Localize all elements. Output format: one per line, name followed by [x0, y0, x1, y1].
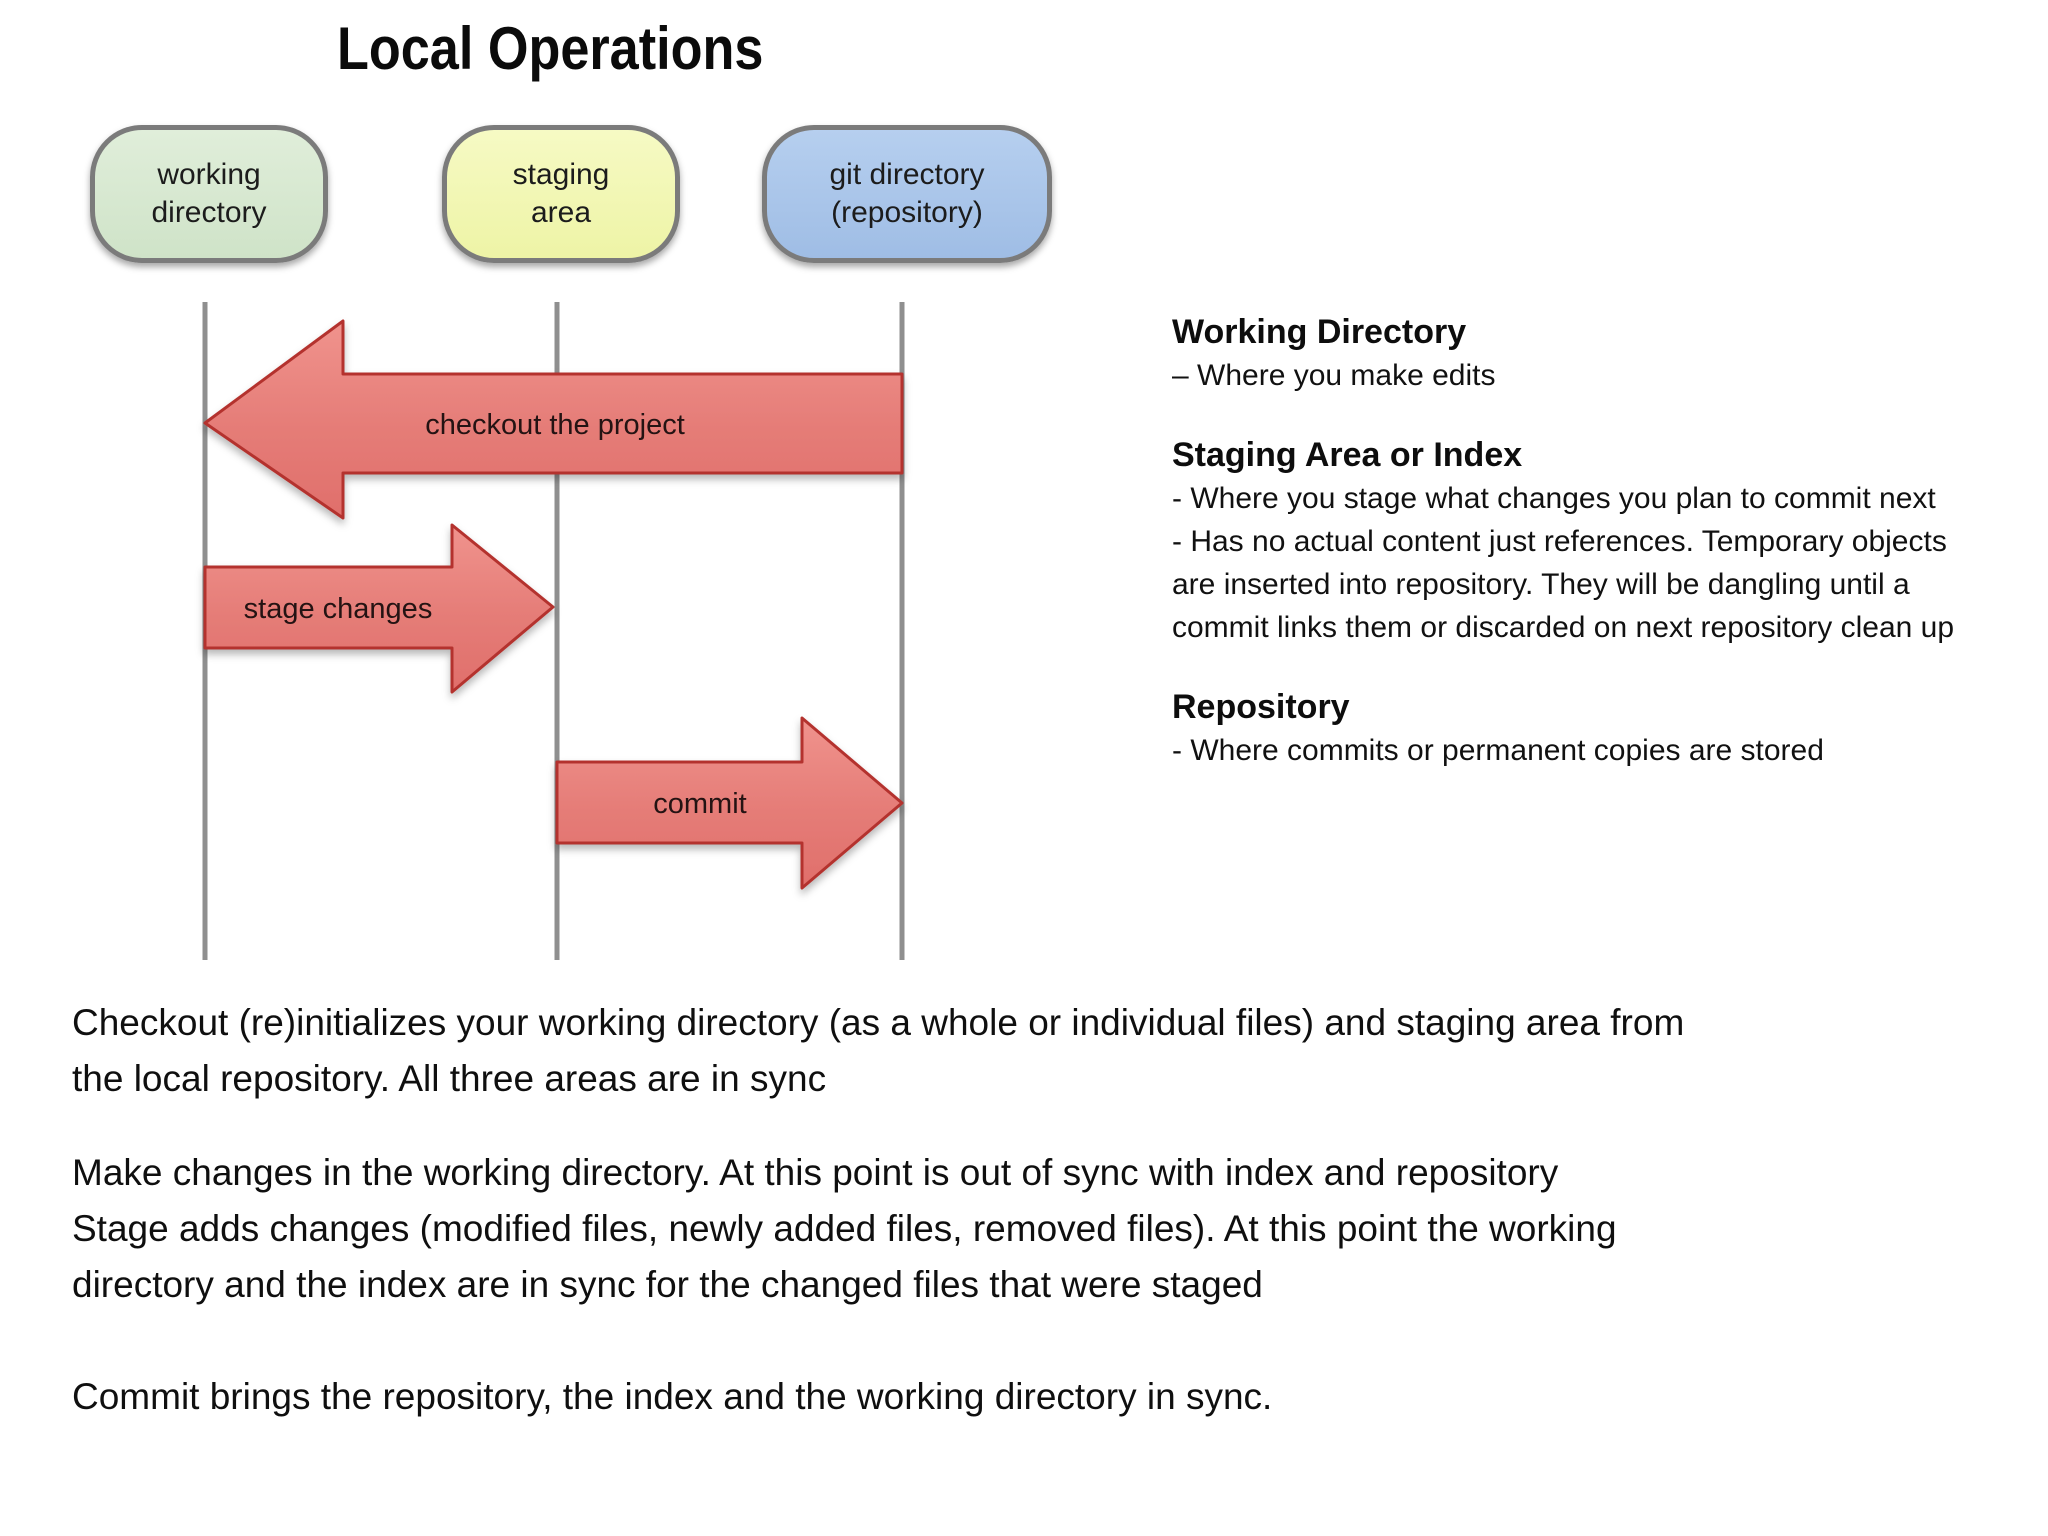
notes-panel: Working Directory – Where you make edits…: [1172, 310, 2048, 772]
paragraph-commit: Commit brings the repository, the index …: [72, 1369, 2002, 1425]
stage-changes-arrow-label: stage changes: [244, 593, 433, 625]
node-working-directory-label-line1: working: [157, 158, 261, 191]
notes-line: - Has no actual content just references.…: [1172, 525, 1947, 558]
notes-heading-staging-area: Staging Area or Index: [1172, 436, 1523, 474]
notes-line: are inserted into repository. They will …: [1172, 568, 1910, 601]
notes-line: commit links them or discarded on next r…: [1172, 611, 1955, 644]
notes-line: - Where commits or permanent copies are …: [1172, 734, 1824, 767]
commit-arrow-label: commit: [653, 788, 746, 820]
notes-line: - Where you stage what changes you plan …: [1172, 482, 1936, 515]
page-title: Local Operations: [337, 15, 764, 82]
commit-arrow: [555, 716, 904, 890]
paragraph-line: Stage adds changes (modified files, newl…: [72, 1208, 1617, 1249]
node-working-directory-label-line2: directory: [151, 196, 267, 229]
checkout-arrow: [203, 319, 904, 520]
notes-section-working-directory: Working Directory – Where you make edits: [1172, 310, 2048, 397]
checkout-arrow-label: checkout the project: [425, 409, 685, 441]
notes-heading-repository: Repository: [1172, 688, 1350, 726]
paragraph-line: Commit brings the repository, the index …: [72, 1376, 1273, 1417]
paragraph-line: Checkout (re)initializes your working di…: [72, 1002, 1685, 1043]
notes-line: – Where you make edits: [1172, 359, 1496, 392]
node-git-directory: git directory (repository): [762, 125, 1052, 263]
notes-section-staging-area: Staging Area or Index - Where you stage …: [1172, 433, 2048, 649]
node-git-directory-label-line2: (repository): [831, 196, 983, 229]
node-working-directory: working directory: [90, 125, 328, 263]
paragraph-stage: Make changes in the working directory. A…: [72, 1145, 2002, 1313]
node-git-directory-label-line1: git directory: [829, 158, 985, 191]
node-staging-area-label-line1: staging: [512, 158, 610, 191]
paragraph-line: the local repository. All three areas ar…: [72, 1058, 827, 1099]
notes-heading-working-directory: Working Directory: [1172, 313, 1467, 351]
node-staging-area: staging area: [442, 125, 680, 263]
paragraph-line: directory and the index are in sync for …: [72, 1264, 1263, 1305]
paragraph-line: Make changes in the working directory. A…: [72, 1152, 1559, 1193]
node-staging-area-label-line2: area: [530, 196, 592, 229]
bottom-text-block: Checkout (re)initializes your working di…: [72, 995, 2002, 1425]
notes-section-repository: Repository - Where commits or permanent …: [1172, 685, 2048, 772]
diagram-canvas: checkout the project stage changes commi…: [202, 302, 905, 960]
paragraph-checkout: Checkout (re)initializes your working di…: [72, 995, 2002, 1107]
stage-changes-arrow: [203, 523, 555, 694]
